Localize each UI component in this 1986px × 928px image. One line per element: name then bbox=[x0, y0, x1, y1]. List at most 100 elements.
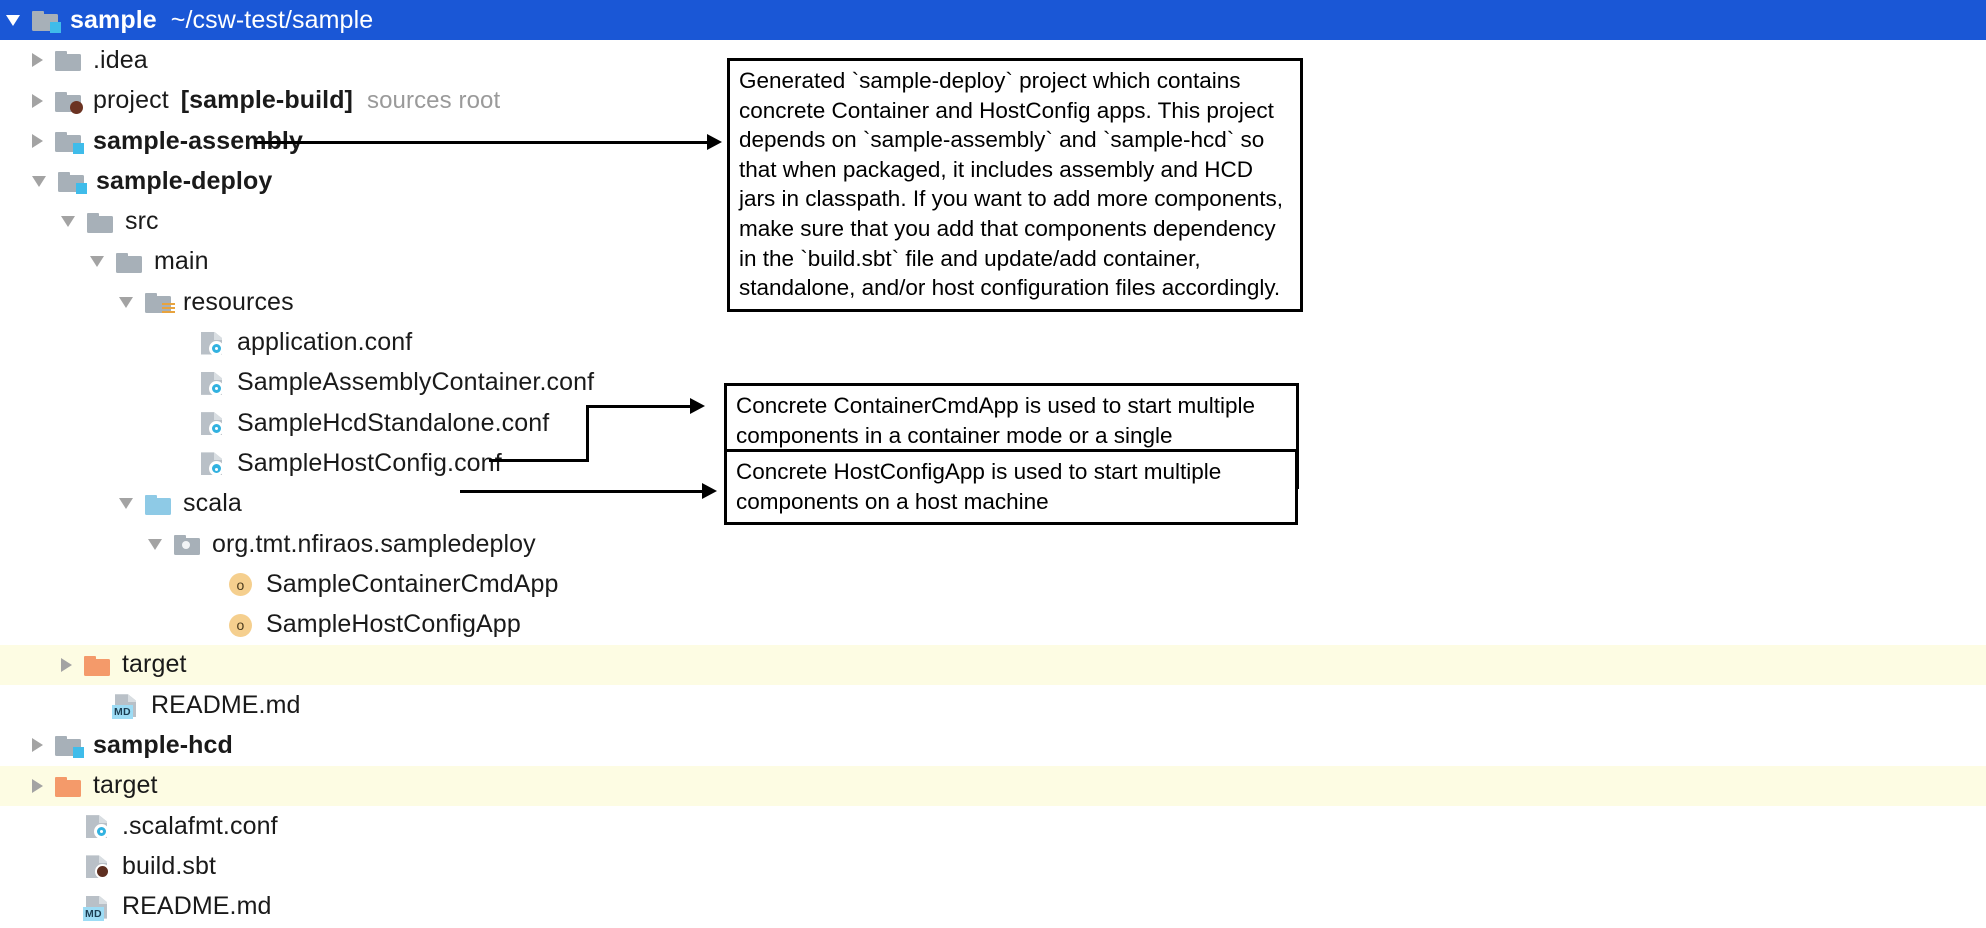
tree-row-label: main bbox=[154, 247, 209, 276]
tree-row-project[interactable]: project [sample-build] sources root bbox=[0, 81, 1986, 121]
chevron-right-icon[interactable] bbox=[32, 738, 43, 753]
folder-resources-icon bbox=[144, 289, 175, 315]
folder-module-icon bbox=[31, 7, 61, 34]
chevron-down-icon[interactable] bbox=[148, 538, 162, 550]
tree-row-sample-deploy[interactable]: sample-deploy bbox=[0, 161, 1986, 201]
tree-row-label: .idea bbox=[93, 45, 148, 74]
folder-source-root-icon bbox=[144, 491, 174, 517]
annotation-callout-sample-deploy: Generated `sample-deploy` project which … bbox=[727, 58, 1303, 312]
file-conf-icon bbox=[198, 450, 228, 477]
file-conf-icon bbox=[83, 813, 113, 840]
connector-arrow-hostconfigapp bbox=[702, 483, 717, 499]
connector-line-cmdapp-horizontal-2 bbox=[586, 405, 690, 408]
connector-line-hostconfigapp bbox=[460, 490, 702, 493]
tree-row-label: SampleHostConfigApp bbox=[266, 610, 521, 639]
folder-excluded-icon bbox=[54, 773, 84, 799]
file-markdown-icon: MD bbox=[83, 894, 113, 921]
folder-grey-icon bbox=[86, 209, 116, 235]
tree-row-label: resources bbox=[183, 287, 294, 316]
connector-arrow-cmdapp bbox=[690, 398, 705, 414]
chevron-down-icon[interactable] bbox=[119, 296, 133, 308]
tree-row-label: build.sbt bbox=[122, 851, 217, 880]
chevron-right-icon[interactable] bbox=[61, 657, 72, 672]
chevron-right-icon[interactable] bbox=[32, 53, 43, 68]
folder-sbt-icon bbox=[54, 88, 84, 114]
file-conf-icon bbox=[198, 410, 228, 437]
module-name-suffix: [sample-build] bbox=[180, 86, 353, 115]
chevron-down-icon[interactable] bbox=[6, 14, 20, 26]
folder-package-icon bbox=[173, 531, 203, 557]
spacer bbox=[205, 579, 216, 590]
chevron-down-icon[interactable] bbox=[61, 216, 75, 228]
tree-row-label: target bbox=[122, 650, 187, 679]
tree-row-samplehostconfig-conf[interactable]: SampleHostConfig.conf bbox=[0, 443, 1986, 483]
tree-row-label: project bbox=[93, 86, 169, 115]
tree-row-resources[interactable]: resources bbox=[0, 282, 1986, 322]
tree-row-samplecontainercmdapp[interactable]: o SampleContainerCmdApp bbox=[0, 564, 1986, 604]
tree-row-target-root[interactable]: target bbox=[0, 765, 1986, 806]
tree-row-label: SampleHcdStandalone.conf bbox=[237, 408, 550, 437]
chevron-down-icon[interactable] bbox=[119, 498, 133, 510]
scala-object-icon: o bbox=[227, 612, 257, 638]
folder-module-icon bbox=[54, 732, 84, 759]
tree-row-target-deploy[interactable]: target bbox=[0, 644, 1986, 686]
tree-row-samplehostconfigapp[interactable]: o SampleHostConfigApp bbox=[0, 604, 1986, 644]
tree-row-label: README.md bbox=[122, 892, 272, 921]
folder-grey-icon bbox=[115, 249, 145, 275]
spacer bbox=[61, 901, 72, 912]
spacer bbox=[61, 861, 72, 872]
tree-row-scalafmt-conf[interactable]: .scalafmt.conf bbox=[0, 806, 1986, 846]
folder-grey-icon bbox=[54, 47, 84, 73]
folder-module-icon bbox=[57, 168, 87, 195]
tree-row-label: sample-assembly bbox=[93, 126, 303, 155]
chevron-down-icon[interactable] bbox=[90, 256, 104, 268]
chevron-right-icon[interactable] bbox=[32, 778, 43, 793]
connector-line-cmdapp-vertical bbox=[586, 405, 589, 462]
tree-row-label: org.tmt.nfiraos.sampledeploy bbox=[212, 529, 536, 558]
tree-row-main[interactable]: main bbox=[0, 242, 1986, 282]
tree-row-readme-root[interactable]: MD README.md bbox=[0, 887, 1986, 927]
spacer bbox=[90, 700, 101, 711]
file-sbt-icon bbox=[83, 853, 113, 880]
tree-row-label: README.md bbox=[151, 690, 301, 719]
connector-line-cmdapp-horizontal bbox=[489, 459, 589, 462]
tree-row-readme-deploy[interactable]: MD README.md bbox=[0, 685, 1986, 725]
tree-row-label: SampleAssemblyContainer.conf bbox=[237, 368, 595, 397]
tree-row-label: application.conf bbox=[237, 328, 413, 357]
chevron-right-icon[interactable] bbox=[32, 93, 43, 108]
tree-row-sample-hcd[interactable]: sample-hcd bbox=[0, 725, 1986, 765]
file-markdown-icon: MD bbox=[112, 692, 142, 720]
chevron-down-icon[interactable] bbox=[32, 175, 46, 187]
connector-arrow-sample-deploy bbox=[707, 134, 722, 150]
tree-row-samplehcdstandalone-conf[interactable]: SampleHcdStandalone.conf bbox=[0, 403, 1986, 443]
tree-row-label: .scalafmt.conf bbox=[122, 811, 278, 840]
project-path: ~/csw-test/sample bbox=[170, 5, 374, 34]
scala-object-icon: o bbox=[227, 571, 257, 597]
connector-line-sample-deploy bbox=[255, 141, 707, 144]
tree-row-label: sample-deploy bbox=[96, 166, 273, 195]
tree-row-label: target bbox=[93, 771, 158, 800]
spacer bbox=[61, 821, 72, 832]
chevron-right-icon[interactable] bbox=[32, 134, 43, 149]
tree-row-idea[interactable]: .idea bbox=[0, 40, 1986, 80]
tree-row-root[interactable]: sample ~/csw-test/sample bbox=[0, 0, 1986, 41]
tree-row-label: sample-hcd bbox=[93, 730, 233, 759]
spacer bbox=[176, 337, 187, 348]
tree-row-sampleassemblycontainer-conf[interactable]: SampleAssemblyContainer.conf bbox=[0, 363, 1986, 403]
spacer bbox=[176, 418, 187, 429]
tree-row-application-conf[interactable]: application.conf bbox=[0, 322, 1986, 362]
tree-row-scala[interactable]: scala bbox=[0, 484, 1986, 524]
sources-root-note: sources root bbox=[367, 86, 501, 114]
file-conf-icon bbox=[198, 330, 228, 356]
tree-row-label: SampleHostConfig.conf bbox=[237, 448, 502, 477]
folder-excluded-icon bbox=[83, 652, 113, 678]
tree-row-label: src bbox=[125, 207, 159, 236]
tree-row-package[interactable]: org.tmt.nfiraos.sampledeploy bbox=[0, 524, 1986, 564]
tree-row-src[interactable]: src bbox=[0, 201, 1986, 241]
folder-module-icon bbox=[54, 128, 84, 155]
tree-row-label: sample bbox=[70, 5, 157, 34]
spacer bbox=[176, 458, 187, 469]
tree-row-build-sbt[interactable]: build.sbt bbox=[0, 846, 1986, 886]
tree-row-sample-assembly[interactable]: sample-assembly bbox=[0, 121, 1986, 161]
